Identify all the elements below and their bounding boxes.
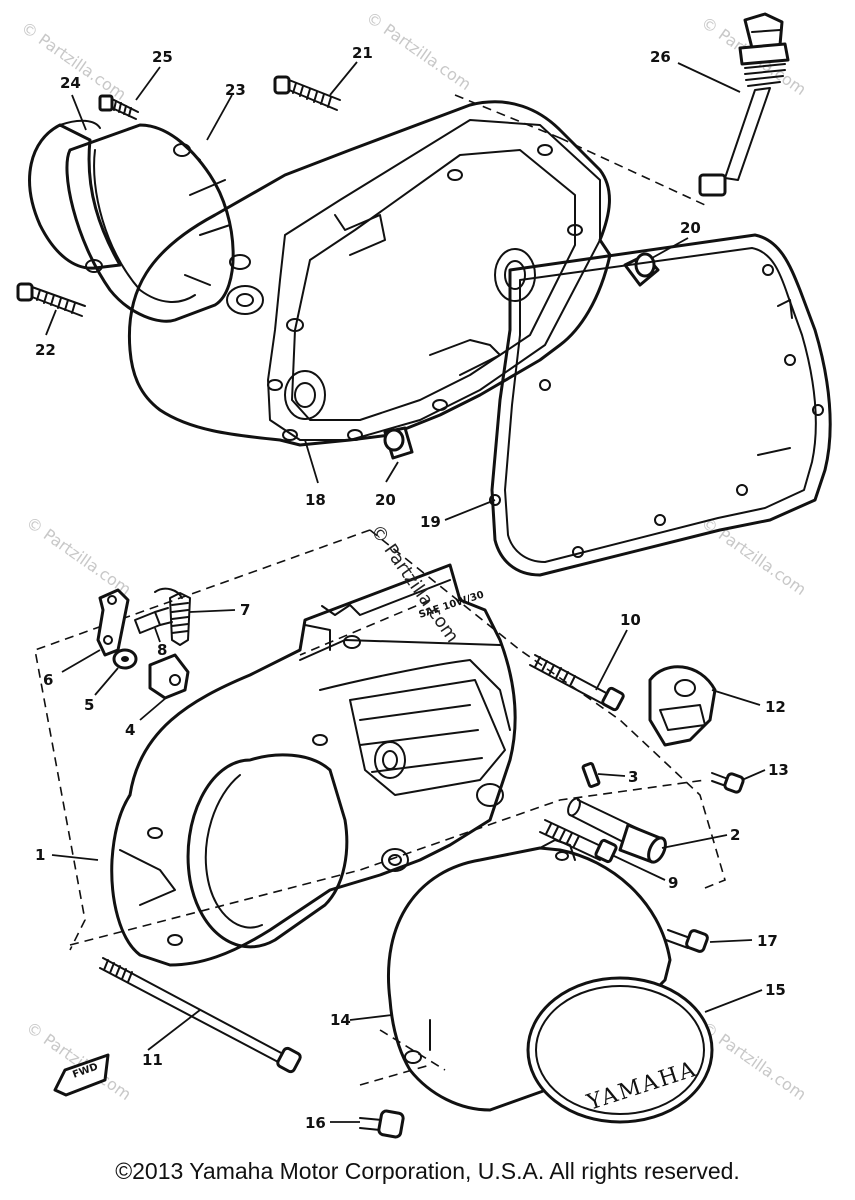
callout-3: 3	[628, 768, 638, 786]
callout-22: 22	[35, 341, 56, 359]
screw-22	[16, 282, 86, 317]
callout-24: 24	[60, 74, 81, 92]
gasket-19	[489, 233, 832, 577]
collar-20-upper	[623, 252, 660, 287]
push-lever-cluster	[96, 587, 191, 700]
shaft-2	[567, 797, 667, 864]
key-3	[581, 762, 601, 788]
seal-4	[148, 653, 190, 700]
generator-cover-14	[387, 839, 672, 1112]
crankcase-cover-upper	[127, 100, 612, 447]
screw-16	[359, 1109, 405, 1139]
callout-10: 10	[620, 611, 641, 629]
callout-12: 12	[765, 698, 786, 716]
callout-26: 26	[650, 48, 671, 66]
boundary-lower	[34, 529, 726, 951]
callout-5: 5	[84, 696, 94, 714]
watermark-text: © Partzilla.com	[698, 513, 810, 599]
emblem-cover-15: YAMAHA	[526, 976, 714, 1124]
boundary-lower-b	[69, 779, 706, 1086]
callout-6: 6	[43, 671, 53, 689]
oil-seal-cap-assembly	[28, 119, 235, 323]
callout-25: 25	[152, 48, 173, 66]
callout-21: 21	[352, 44, 373, 62]
callout-9: 9	[668, 874, 678, 892]
callout-14: 14	[330, 1011, 351, 1029]
bolt-9	[539, 819, 618, 864]
callout-labels: 1 2 3 4 5 6 7 8 9 10 11 12 13 14 15 16 1…	[35, 44, 789, 1132]
watermark-text: © Partzilla.com	[698, 1018, 810, 1104]
copyright-footer: ©2013 Yamaha Motor Corporation, U.S.A. A…	[115, 1158, 740, 1184]
spring-7	[169, 592, 191, 646]
callout-17: 17	[757, 932, 778, 950]
callout-13: 13	[768, 761, 789, 779]
callout-18: 18	[305, 491, 326, 509]
callout-7: 7	[240, 601, 250, 619]
callout-19: 19	[420, 513, 441, 531]
callout-23: 23	[225, 81, 246, 99]
screw-21	[273, 75, 341, 111]
collar-20-lower	[383, 426, 414, 460]
lever-6	[96, 588, 130, 657]
callout-16: 16	[305, 1114, 326, 1132]
cover-plate-12	[648, 665, 717, 747]
callout-8: 8	[157, 641, 167, 659]
callout-20-lower: 20	[375, 491, 396, 509]
callout-11: 11	[142, 1051, 163, 1069]
screw-13	[711, 772, 745, 794]
screw-25	[98, 94, 139, 120]
boundary-upper	[454, 94, 706, 206]
watermark-text: © Partzilla.com	[23, 513, 135, 599]
callout-20-upper: 20	[680, 219, 701, 237]
long-bolt-11	[99, 957, 302, 1074]
leader-lines	[45, 61, 766, 1123]
center-watermark: © Partzilla.com	[366, 521, 463, 647]
callout-2: 2	[730, 826, 740, 844]
callout-1: 1	[35, 846, 45, 864]
screw-17	[665, 929, 709, 953]
oil-level-gauge-26	[698, 12, 790, 197]
callout-15: 15	[765, 981, 786, 999]
forward-arrow-icon: FWD	[53, 1053, 110, 1097]
callout-4: 4	[125, 721, 135, 739]
watermark-text: © Partzilla.com	[363, 8, 475, 94]
